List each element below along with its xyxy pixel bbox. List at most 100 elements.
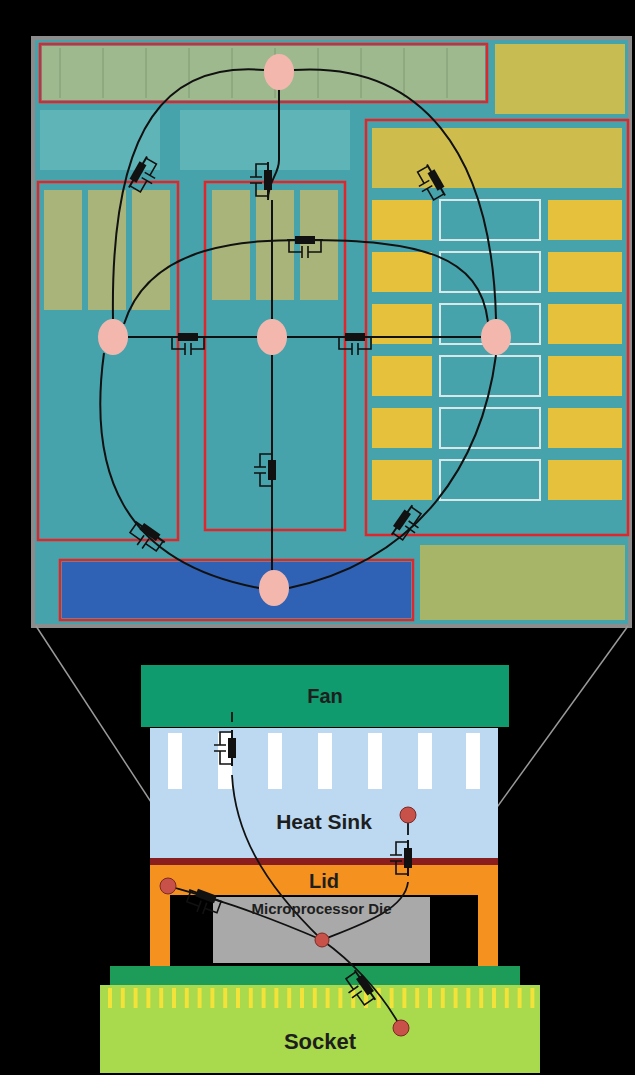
rc-symbol [250, 162, 272, 198]
socket-pin [402, 988, 406, 1008]
rc-symbol [337, 333, 373, 355]
block-line [318, 48, 319, 98]
gpu-block [440, 252, 540, 292]
die-photo [35, 40, 628, 624]
misc-block [40, 110, 160, 170]
rc-symbols [125, 154, 449, 557]
region-outline [60, 560, 413, 620]
socket-body [100, 985, 540, 1073]
rc-symbol [125, 518, 167, 557]
block-line [60, 48, 61, 98]
block-line [361, 48, 362, 98]
block-line [189, 48, 190, 98]
socket-pin [249, 988, 253, 1008]
socket-pin [159, 988, 163, 1008]
gpu-block [372, 408, 432, 448]
capacitor-symbol [339, 337, 371, 355]
thermal-node [400, 807, 416, 823]
socket-pin [287, 988, 291, 1008]
region-outline [40, 44, 487, 102]
resistor-symbol [228, 738, 236, 758]
core-block [300, 190, 338, 300]
socket-pin [505, 988, 509, 1008]
resistor-symbol [264, 170, 272, 190]
socket-pin [134, 988, 138, 1008]
die-blocks [40, 44, 625, 620]
resistor-lead [427, 164, 445, 195]
gpu-block [548, 408, 622, 448]
thermal-node [481, 319, 511, 355]
socket-pin [300, 988, 304, 1008]
gpu-block [440, 408, 540, 448]
resistor-symbol [195, 889, 217, 903]
resistor-symbol [404, 848, 412, 868]
rc-symbol [411, 162, 448, 204]
gpu-block [548, 304, 622, 344]
core-block [132, 190, 170, 310]
region-outline [38, 182, 178, 540]
heat-sink-fins [168, 733, 480, 789]
socket-pin [530, 988, 534, 1008]
rc-symbol [214, 730, 236, 766]
socket-pin [236, 988, 240, 1008]
wire [113, 69, 264, 319]
fan-box: Fan [141, 665, 509, 727]
gpu-block [440, 200, 540, 240]
die-body [213, 897, 430, 963]
wire [272, 88, 279, 319]
resistor-symbol [345, 333, 365, 341]
socket-pin [326, 988, 330, 1008]
gpu-block [372, 200, 432, 240]
die-box: Microprocessor Die [213, 897, 430, 927]
block-line [404, 48, 405, 98]
wire [289, 355, 496, 588]
substrate [110, 966, 520, 985]
socket-pin [492, 988, 496, 1008]
region-outline [38, 44, 628, 620]
capacitor-symbol [390, 842, 408, 874]
die-photo-frame [31, 36, 632, 628]
socket-pin [262, 988, 266, 1008]
wire [322, 940, 400, 1026]
gpu-block [372, 460, 432, 500]
capacitor-symbol [341, 972, 374, 1009]
wire [124, 240, 488, 324]
socket-pin [441, 988, 445, 1008]
socket-pin [466, 988, 470, 1008]
node-label: Lid [309, 870, 339, 892]
lid-body [150, 865, 498, 966]
gpu-block [440, 460, 540, 500]
capacitor-symbol [412, 166, 444, 203]
capacitor-symbol [289, 240, 321, 258]
socket-pin [479, 988, 483, 1008]
rc-symbol [126, 154, 163, 196]
resistor-symbol [178, 333, 198, 341]
socket-pins [108, 988, 534, 1008]
thermal-network [100, 69, 496, 588]
block-line [103, 48, 104, 98]
gpu-block [548, 356, 622, 396]
socket-pin [313, 988, 317, 1008]
node-label: Microprocessor Die [251, 901, 391, 918]
socket-pin [428, 988, 432, 1008]
fin [268, 733, 282, 789]
package-network [172, 712, 408, 1026]
socket-pin [338, 988, 342, 1008]
cache-block [42, 46, 485, 100]
rc-symbol [388, 503, 427, 545]
capacitor-symbol [127, 523, 164, 556]
rc-symbol [183, 886, 224, 919]
gpu-block [548, 200, 622, 240]
block-line [232, 48, 233, 98]
rc-symbol [170, 333, 206, 355]
rc-symbol [340, 968, 379, 1010]
socket-pin [274, 988, 278, 1008]
thermal-node [160, 878, 176, 894]
region-outline [205, 182, 345, 530]
gpu-block [372, 356, 432, 396]
core-block [44, 190, 82, 310]
fan-body [141, 665, 509, 727]
socket-pin [108, 988, 112, 1008]
socket-pin [172, 988, 176, 1008]
socket-pin [390, 988, 394, 1008]
